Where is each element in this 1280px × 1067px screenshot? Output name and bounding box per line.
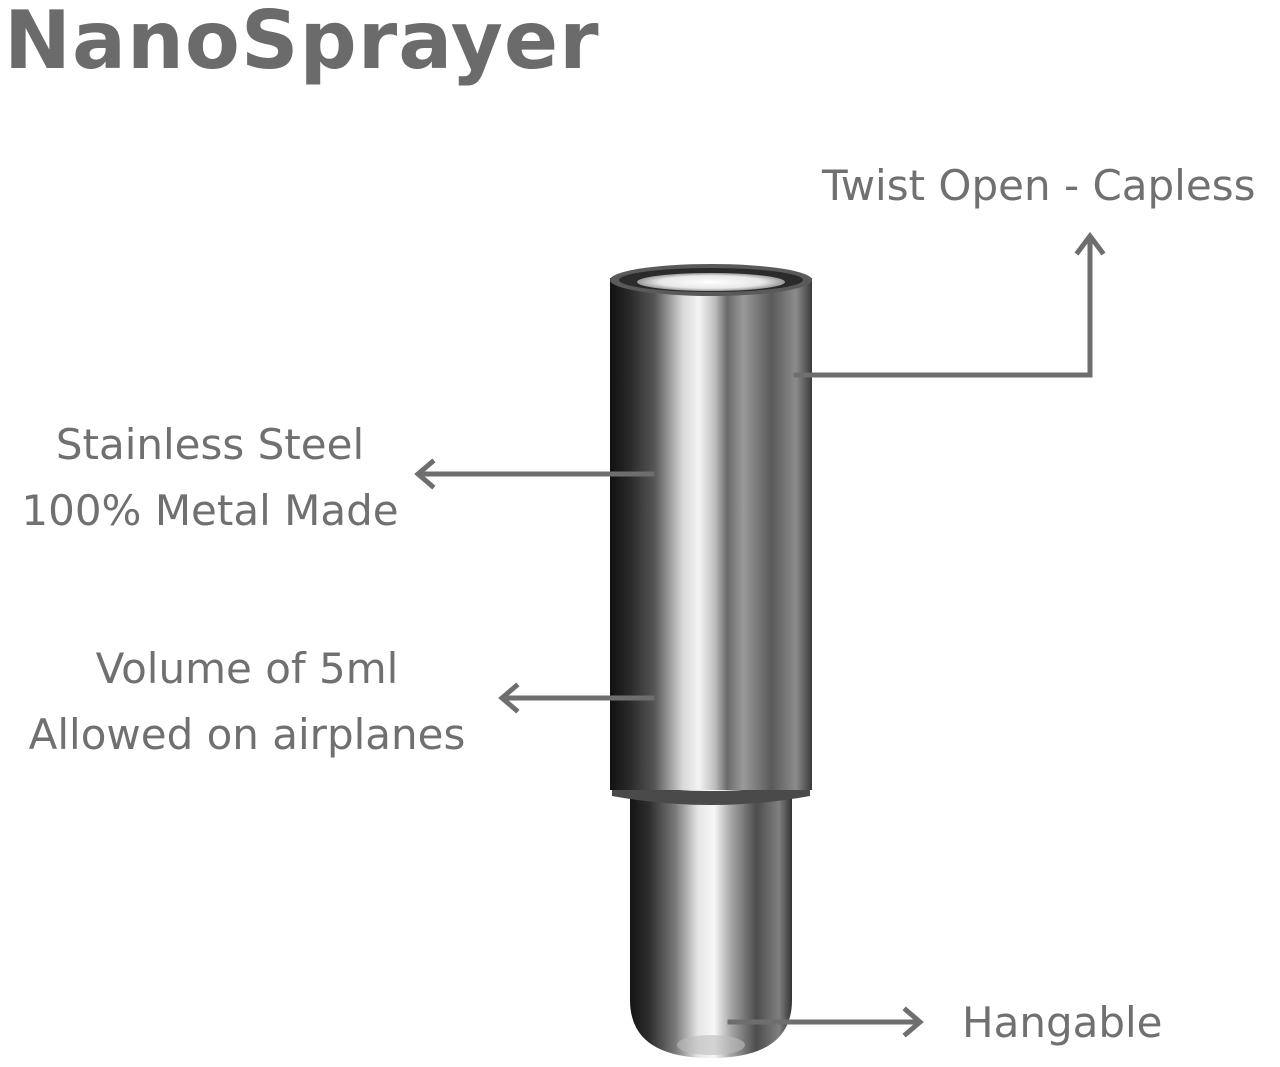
callout-hang-text: Hangable (962, 998, 1163, 1047)
twist-arrow-head (1074, 231, 1106, 256)
steel-arrow-head (414, 458, 436, 490)
twist-arrow-line (793, 235, 1093, 378)
callout-steel-line2: 100% Metal Made (21, 486, 399, 535)
callout-stainless-steel: Stainless Steel 100% Metal Made (10, 412, 410, 544)
callout-volume-line2: Allowed on airplanes (28, 710, 466, 759)
hang-arrow-head (902, 1006, 924, 1038)
volume-arrow-head (498, 682, 520, 714)
bottle-upper-body (610, 264, 812, 790)
callout-hangable: Hangable (962, 990, 1163, 1056)
product-title: NanoSprayer (4, 0, 600, 87)
callout-volume-line1: Volume of 5ml (95, 644, 399, 693)
callout-volume: Volume of 5ml Allowed on airplanes (14, 636, 480, 768)
callout-steel-line1: Stainless Steel (55, 420, 365, 469)
bottle-lower-body (630, 795, 792, 1058)
bottle-step-ring (612, 782, 810, 805)
callout-twist-text: Twist Open - Capless (822, 161, 1256, 210)
callout-twist-open: Twist Open - Capless (822, 153, 1255, 219)
